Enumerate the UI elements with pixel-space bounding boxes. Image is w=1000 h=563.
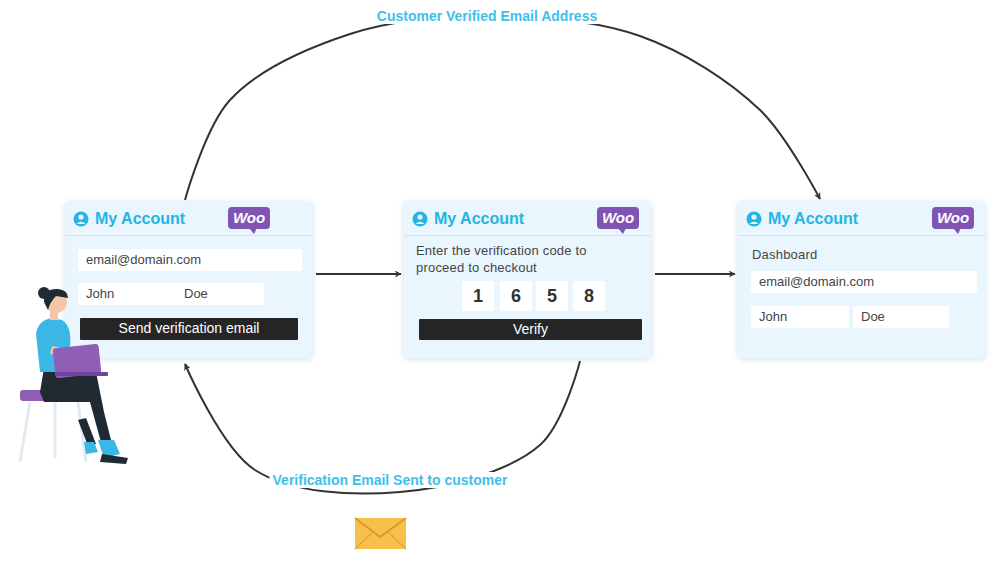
input-text: John xyxy=(78,283,176,305)
envelope-icon xyxy=(355,518,406,549)
digit-box: 1 xyxy=(462,281,494,311)
logo-box: Woo xyxy=(228,207,270,229)
input-box: Doe xyxy=(853,306,949,328)
input-text: email@domain.com xyxy=(751,271,977,293)
flow-arrow xyxy=(655,273,735,275)
arrow-label: Verification Email Sent to customer xyxy=(270,472,511,488)
button-text: Verify xyxy=(419,319,642,340)
digit-text: 5 xyxy=(536,281,568,311)
button-box: Send verification email xyxy=(80,318,298,340)
input-text: Doe xyxy=(176,283,264,305)
account-panel: My AccountEnter the verification code to… xyxy=(404,202,651,358)
input-box: John xyxy=(751,306,849,328)
user-icon xyxy=(412,211,428,227)
digit-text: 8 xyxy=(573,281,605,311)
panel-body-text: Dashboard xyxy=(752,246,967,263)
input-box: email@domain.com xyxy=(751,271,977,293)
logo-box: Woo xyxy=(597,207,639,229)
button-box: Verify xyxy=(419,319,642,340)
user-icon xyxy=(73,211,89,227)
logo-text: Woo xyxy=(228,207,270,229)
logo-text: Woo xyxy=(597,207,639,229)
digit-box: 8 xyxy=(573,281,605,311)
digit-box: 6 xyxy=(500,281,532,311)
panel-body-text: Enter the verification code to proceed t… xyxy=(416,242,631,276)
account-panel: My AccountDashboardWooemail@domain.comJo… xyxy=(738,202,985,358)
flow-arrow xyxy=(185,16,820,200)
account-panel: My AccountWoo email@domain.comJohnDoeSend… xyxy=(65,202,312,358)
button-text: Send verification email xyxy=(80,318,298,339)
flow-arrow xyxy=(316,273,401,275)
input-text: Doe xyxy=(853,306,949,328)
input-text: email@domain.com xyxy=(78,249,302,271)
logo-text: Woo xyxy=(932,207,974,229)
input-box: Doe xyxy=(176,283,264,305)
digit-text: 6 xyxy=(500,281,532,311)
input-text: John xyxy=(751,306,849,328)
arrow-label: Customer Verified Email Address xyxy=(374,8,600,24)
digit-text: 1 xyxy=(462,281,494,311)
woman-on-chair xyxy=(20,287,128,464)
input-box: John xyxy=(78,283,176,305)
logo-box: Woo xyxy=(932,207,974,229)
digit-box: 5 xyxy=(536,281,568,311)
input-box: email@domain.com xyxy=(78,249,302,271)
flow-arrow xyxy=(185,361,580,494)
user-icon xyxy=(746,211,762,227)
panel-heading: My Account xyxy=(65,202,312,236)
